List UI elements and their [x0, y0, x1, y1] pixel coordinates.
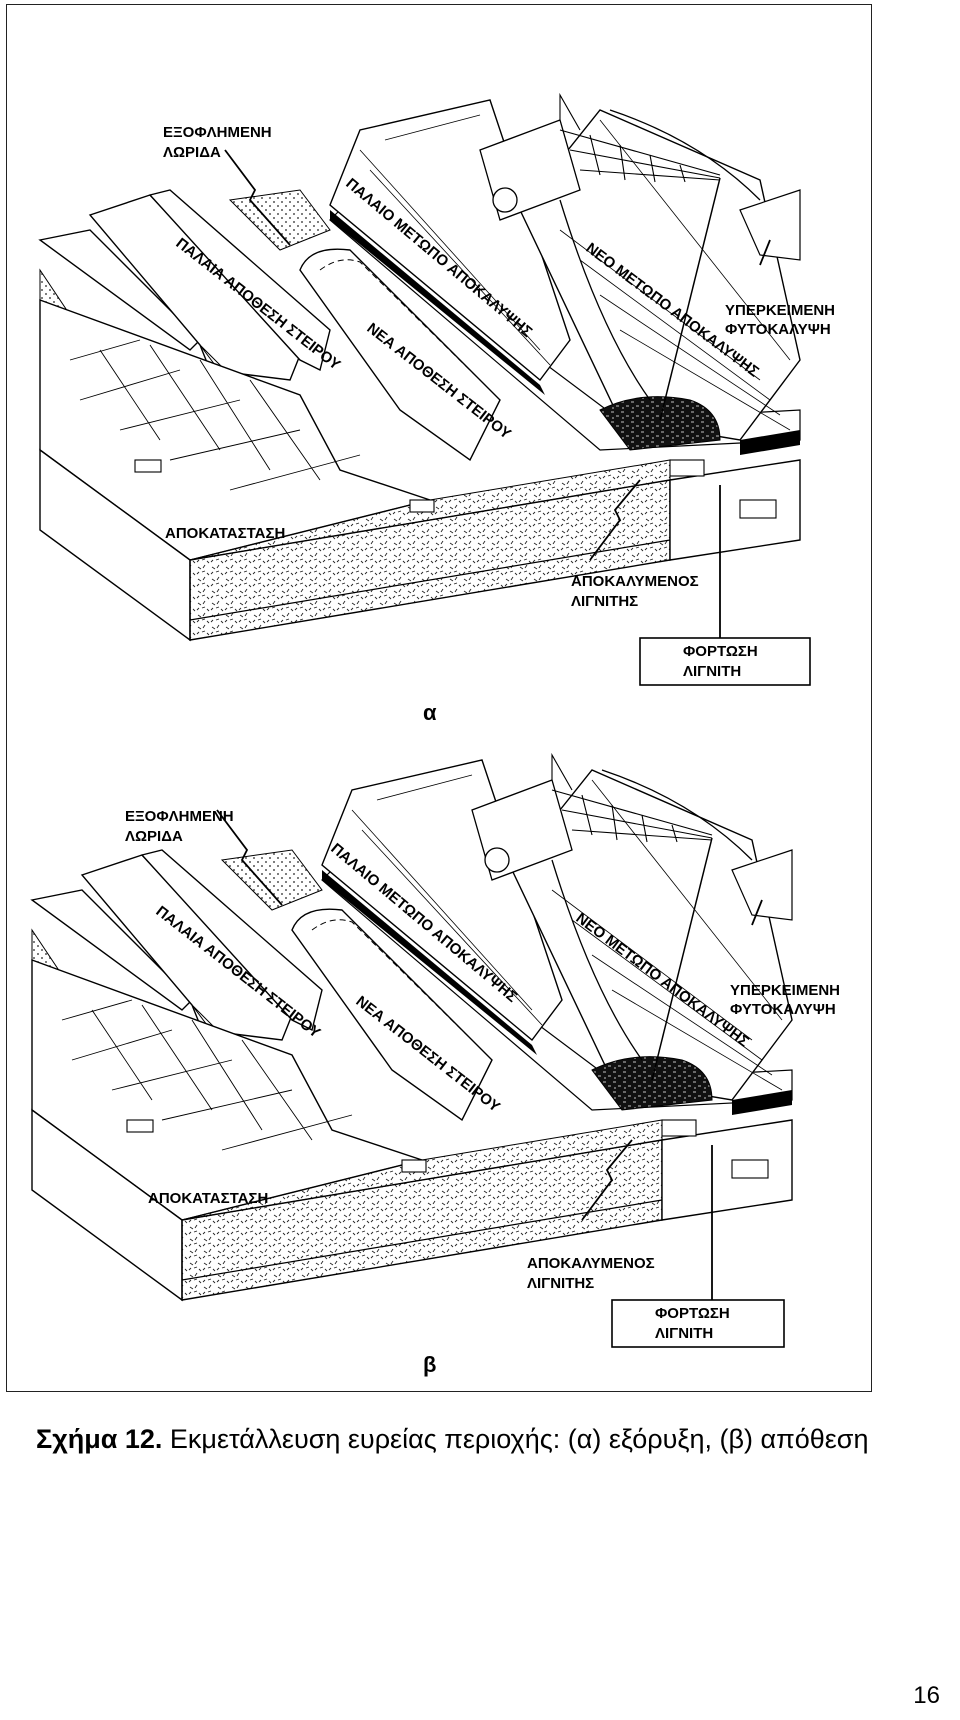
label-overburden-1: ΥΠΕΡΚΕΙΜΕΝΗ [730, 982, 840, 999]
label-exhausted-strip-1: ΕΞΟΦΛΗΜΕΝΗ [125, 808, 234, 825]
label-reclamation: ΑΠΟΚΑΤΑΣΤΑΣΗ [165, 525, 285, 542]
label-reclamation: ΑΠΟΚΑΤΑΣΤΑΣΗ [148, 1190, 268, 1207]
loading-box [639, 637, 811, 686]
label-loading-2: ΛΙΓΝΙΤΗ [655, 1325, 713, 1342]
label-exhausted-strip-2: ΛΩΡΙΔΑ [163, 144, 221, 161]
panel-beta: ΕΞΟΦΛΗΜΕΝΗ ΛΩΡΙΔΑ ΠΑΛΑΙΑ ΑΠΟΘΕΣΗ ΣΤΕΙΡΟΥ… [31, 754, 840, 1377]
label-overburden-2: ΦΥΤΟΚΑΛΥΨΗ [725, 321, 831, 338]
figure-caption: Σχήμα 12. Εκμετάλλευση ευρείας περιοχής:… [36, 1424, 868, 1455]
caption-text: Εκμετάλλευση ευρείας περιοχής: (α) εξόρυ… [169, 1424, 869, 1454]
label-exposed-lignite-1: ΑΠΟΚΑΛΥΜΕΝΟΣ [571, 573, 699, 590]
label-overburden-1: ΥΠΕΡΚΕΙΜΕΝΗ [725, 302, 835, 319]
panel-alpha: ΕΞΟΦΛΗΜΕΝΗ ΛΩΡΙΔΑ ΠΑΛΑΙΑ ΑΠΟΘΕΣΗ ΣΤΕΙΡΟΥ… [39, 94, 835, 725]
label-exhausted-strip-2: ΛΩΡΙΔΑ [125, 828, 183, 845]
label-exhausted-strip-1: ΕΞΟΦΛΗΜΕΝΗ [163, 124, 272, 141]
label-loading-1: ΦΟΡΤΩΣΗ [683, 643, 758, 660]
loading-box [611, 1299, 785, 1348]
figure-frame [6, 4, 872, 1392]
panel-letter-alpha: α [423, 700, 437, 725]
mining-illustration: ΕΞΟΦΛΗΜΕΝΗ ΛΩΡΙΔΑ ΠΑΛΑΙΑ ΑΠΟΘΕΣΗ ΣΤΕΙΡΟΥ… [31, 94, 840, 1377]
label-loading-2: ΛΙΓΝΙΤΗ [683, 663, 741, 680]
label-exposed-lignite-1: ΑΠΟΚΑΛΥΜΕΝΟΣ [527, 1255, 655, 1272]
page-number: 16 [913, 1682, 940, 1709]
panel-letter-beta: β [423, 1352, 436, 1377]
caption-label: Σχήμα 12. [36, 1424, 163, 1454]
label-overburden-2: ΦΥΤΟΚΑΛΥΨΗ [730, 1001, 836, 1018]
label-exposed-lignite-2: ΛΙΓΝΙΤΗΣ [527, 1275, 594, 1292]
label-exposed-lignite-2: ΛΙΓΝΙΤΗΣ [571, 593, 638, 610]
label-loading-1: ΦΟΡΤΩΣΗ [655, 1305, 730, 1322]
